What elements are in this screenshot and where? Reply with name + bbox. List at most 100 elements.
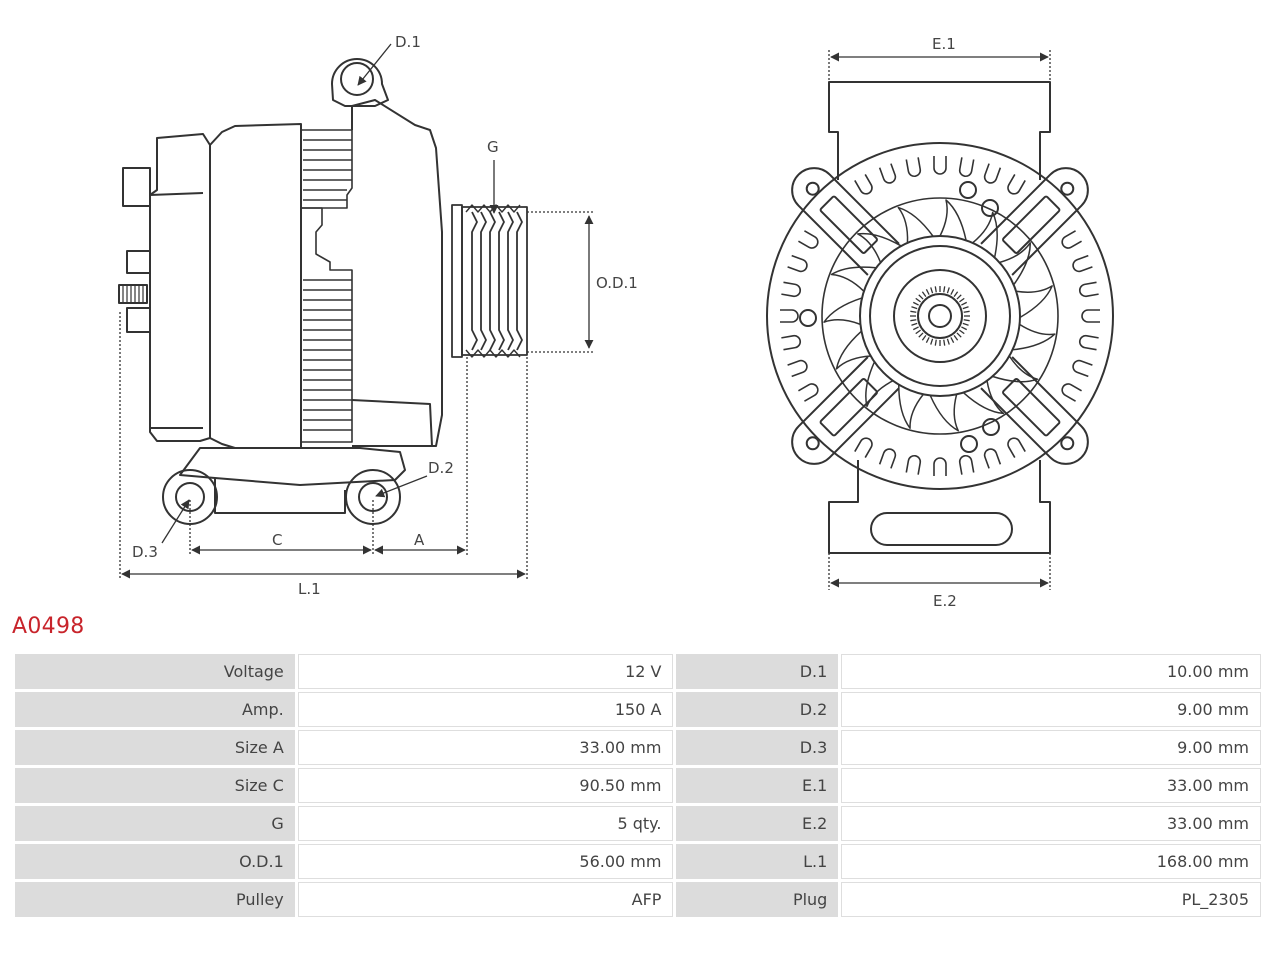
cooling-slot <box>905 157 922 177</box>
cooling-slot <box>1007 437 1026 458</box>
spline-tooth <box>946 287 950 294</box>
fan-blade <box>835 330 871 370</box>
cooling-slot <box>933 156 947 175</box>
spec-value: 9.00 mm <box>841 692 1261 727</box>
mounting-arms <box>791 167 1089 465</box>
spec-label: D.2 <box>676 692 839 727</box>
spline-tooth <box>921 291 927 297</box>
spline-tooth <box>950 337 955 344</box>
spec-label: Voltage <box>15 654 295 689</box>
fan-blade <box>1012 323 1056 351</box>
fan-blade <box>897 206 934 243</box>
spec-label: G <box>15 806 295 841</box>
spline-tooth <box>956 294 962 300</box>
spline-tooth <box>911 322 918 326</box>
cooling-slot <box>780 309 799 323</box>
spec-label: E.1 <box>676 768 839 803</box>
spec-value: AFP <box>297 882 674 917</box>
cooling-slot <box>878 163 897 184</box>
spec-value: 12 V <box>297 654 674 689</box>
label-od1: O.D.1 <box>596 274 638 292</box>
spec-value: 56.00 mm <box>297 844 674 879</box>
fan-blade <box>929 394 959 432</box>
spec-value: 33.00 mm <box>841 768 1261 803</box>
cooling-slot <box>781 281 801 298</box>
cooling-slot <box>933 457 947 476</box>
cooling-slot <box>958 455 975 475</box>
part-number: A0498 <box>12 614 85 639</box>
mounting-arm <box>980 356 1089 465</box>
cooling-slot <box>1072 359 1093 378</box>
cooling-slot <box>854 174 873 195</box>
side-dimensions <box>119 43 595 580</box>
cooling-slot <box>1081 309 1100 323</box>
spline-tooth <box>925 288 930 295</box>
cooling-slot <box>787 254 808 273</box>
spline-tooth <box>915 329 921 335</box>
label-d1: D.1 <box>395 33 421 51</box>
cooling-slot <box>787 359 808 378</box>
mounting-arm <box>791 167 900 276</box>
spline-tooth <box>961 301 968 306</box>
mounting-arm <box>791 356 900 465</box>
stator-fins <box>301 129 353 443</box>
fan-blade <box>865 361 894 408</box>
spline-tooth <box>946 338 950 345</box>
spline-tooth <box>959 297 965 303</box>
cooling-slot <box>1079 334 1099 351</box>
fan-blade <box>963 380 1005 415</box>
label-g: G <box>487 138 499 156</box>
spline-tooth <box>953 335 959 341</box>
cooling-slot <box>1072 254 1093 273</box>
spline-tooth <box>943 339 946 346</box>
shaft-spline <box>910 286 970 346</box>
spline-tooth <box>910 310 917 313</box>
spline-tooth <box>911 306 918 310</box>
spec-value: 9.00 mm <box>841 730 1261 765</box>
label-d2: D.2 <box>428 459 454 477</box>
spec-label: D.3 <box>676 730 839 765</box>
spec-value: 150 A <box>297 692 674 727</box>
cooling-slot <box>781 334 801 351</box>
spline-tooth <box>915 297 921 303</box>
spec-value: 10.00 mm <box>841 654 1261 689</box>
cooling-slot <box>798 383 819 402</box>
label-a: A <box>414 531 425 549</box>
cooling-slot <box>878 448 897 469</box>
label-c: C <box>272 531 282 549</box>
cooling-slot <box>798 230 819 249</box>
spec-label: O.D.1 <box>15 844 295 879</box>
spec-value: 168.00 mm <box>841 844 1261 879</box>
spline-tooth <box>961 326 968 331</box>
fan-blades <box>823 199 1056 432</box>
fan-blade <box>898 384 924 429</box>
spline-tooth <box>925 337 930 344</box>
cooling-slot <box>1079 281 1099 298</box>
spline-tooth <box>962 322 969 326</box>
spline-tooth <box>962 306 969 310</box>
spec-label: Size C <box>15 768 295 803</box>
spline-tooth <box>930 287 934 294</box>
cooling-slot <box>983 163 1002 184</box>
spec-value: 5 qty. <box>297 806 674 841</box>
spec-value: 33.00 mm <box>297 730 674 765</box>
fan-blade <box>830 266 876 292</box>
fan-blade <box>1015 285 1053 318</box>
spec-value: 90.50 mm <box>297 768 674 803</box>
fan-blade <box>939 199 967 241</box>
spline-tooth <box>921 335 927 341</box>
spec-label: Size A <box>15 730 295 765</box>
spline-tooth <box>930 338 934 345</box>
side-view <box>118 58 528 525</box>
front-view <box>766 81 1114 554</box>
spline-tooth <box>963 319 970 322</box>
spline-tooth <box>910 319 917 322</box>
